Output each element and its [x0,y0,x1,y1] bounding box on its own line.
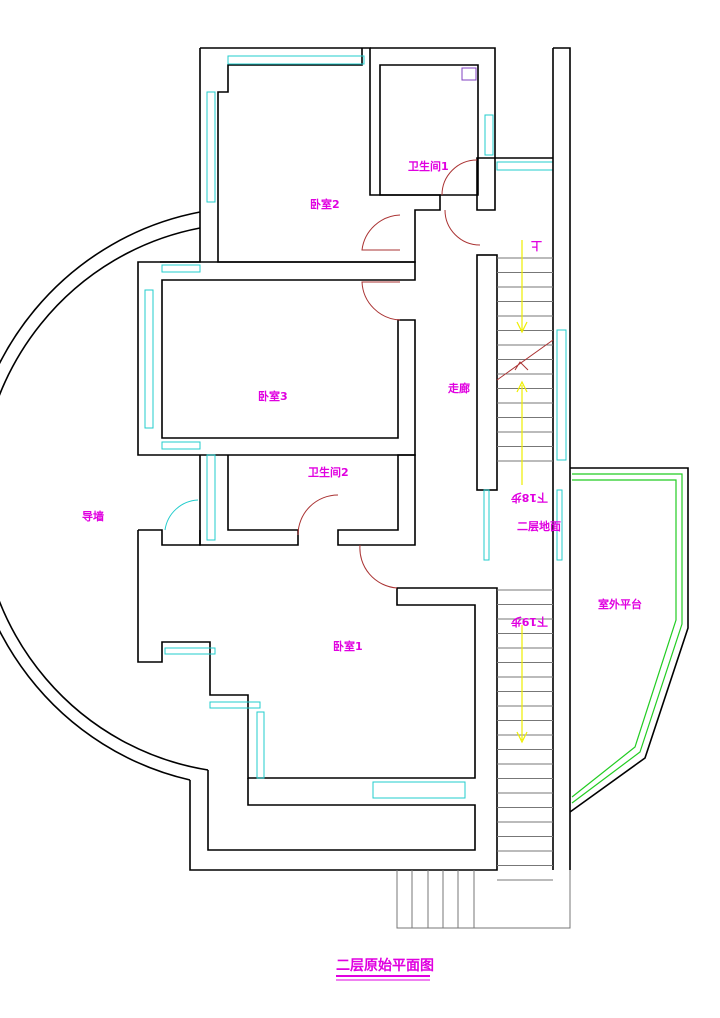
label-outdoor-platform: 室外平台 [598,597,642,611]
corridor-window [483,489,490,561]
label-bathroom2: 卫生间2 [308,465,349,479]
bedroom3-walls [137,261,416,456]
label-guide-wall: 导墙 [82,509,104,523]
doors [164,159,481,589]
corridor-wall [476,254,498,491]
stair-label-up: 上 [531,239,542,253]
stair-label-down19: 下19步 [511,615,548,629]
right-wall [552,47,571,870]
label-corridor: 走廊 [447,381,470,395]
stair-label-floor2: 二层地面 [517,519,561,533]
label-bedroom3: 卧室3 [258,389,288,403]
stair-arrows [516,240,528,744]
label-bedroom2: 卧室2 [310,197,340,211]
outdoor-platform-railing [569,467,689,813]
drawing-title: 二层原始平面图 [336,957,434,974]
entry-steps [396,870,571,929]
staircase [497,257,553,881]
stair-label-down18: 下18步 [511,491,548,505]
arc-wall-outer [0,211,201,781]
bedroom1-walls [137,529,498,871]
arc-wall-inner [0,227,209,771]
label-bathroom1: 卫生间1 [408,159,449,173]
label-bedroom1: 卧室1 [333,639,363,653]
stair-break-line [496,339,554,381]
bedroom2-walls [160,47,441,263]
bathroom1-walls [370,47,554,211]
